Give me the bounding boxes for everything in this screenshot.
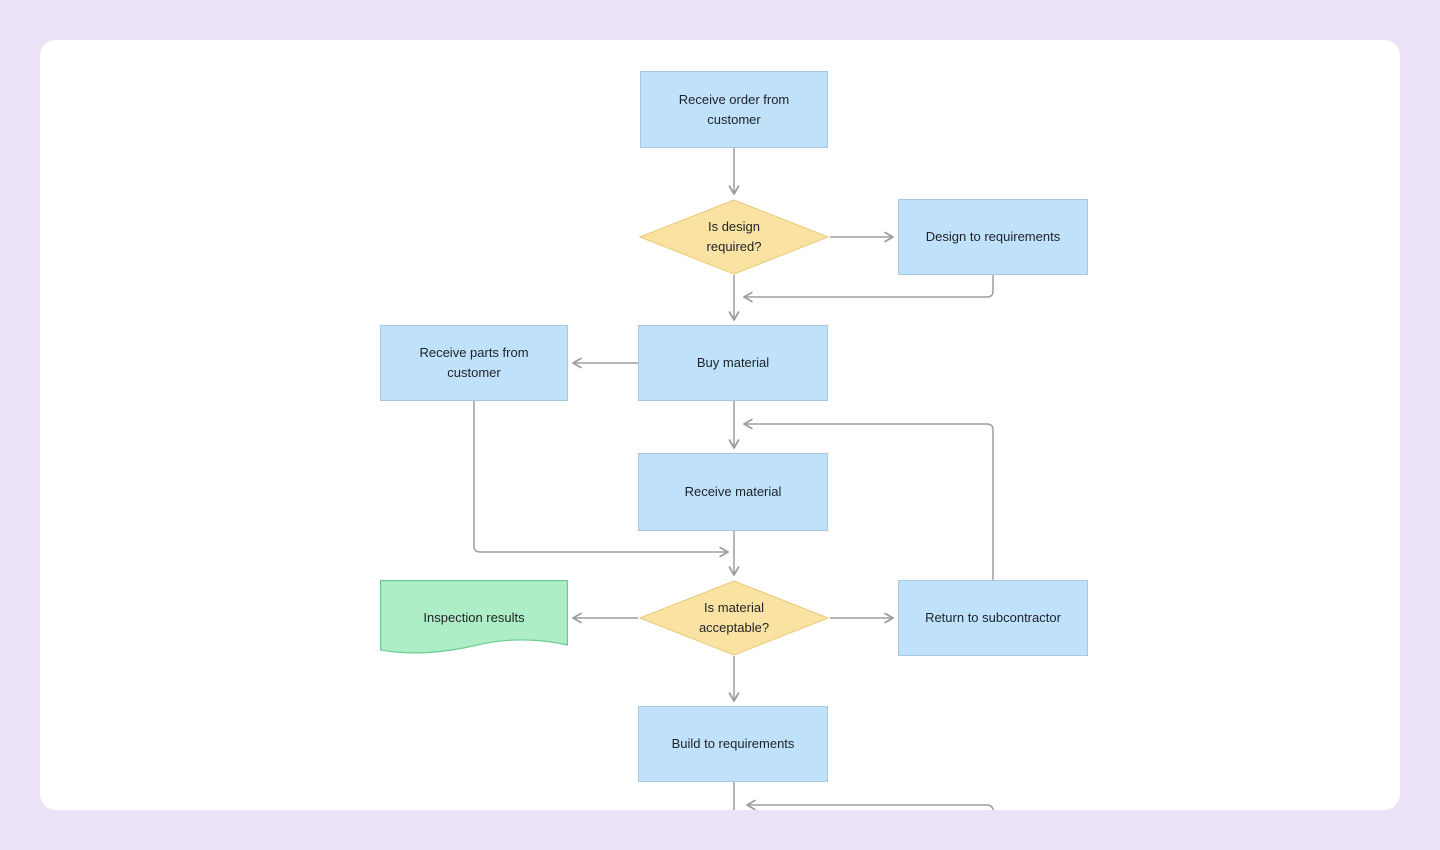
node-receive-order[interactable]: Receive order from customer (640, 71, 828, 148)
diagram-canvas[interactable]: Receive order from customer Is design re… (40, 40, 1400, 810)
edge-receive-parts-to-is-material-acceptable[interactable] (473, 401, 729, 558)
node-design-to-requirements[interactable]: Design to requirements (898, 199, 1088, 275)
connectors-layer (473, 148, 994, 810)
node-label: Receive parts from customer (419, 345, 529, 380)
node-label: Is material acceptable? (698, 600, 770, 635)
document-shape (380, 580, 568, 654)
decision-diamond-shape (638, 199, 830, 275)
edge-return-to-subcontractor-to-receive-material[interactable] (743, 418, 994, 580)
node-return-to-subcontractor[interactable]: Return to subcontractor (898, 580, 1088, 656)
node-label: Receive material (684, 484, 782, 499)
node-label: Inspection results (423, 610, 525, 625)
edge-design-to-requirements-to-buy-material[interactable] (743, 275, 994, 303)
node-label: Build to requirements (671, 736, 795, 751)
node-label: Is design required? (706, 219, 762, 254)
node-label: Design to requirements (925, 229, 1061, 244)
node-receive-parts[interactable]: Receive parts from customer (380, 325, 568, 401)
decision-diamond-shape (638, 580, 830, 656)
node-is-material-acceptable[interactable]: Is material acceptable? (638, 580, 830, 656)
node-label: Buy material (696, 355, 770, 370)
node-inspection-results[interactable]: Inspection results (380, 580, 568, 656)
node-receive-material[interactable]: Receive material (638, 453, 828, 531)
node-build-to-requirements[interactable]: Build to requirements (638, 706, 828, 782)
node-is-design-required[interactable]: Is design required? (638, 199, 830, 275)
node-buy-material[interactable]: Buy material (638, 325, 828, 401)
node-label: Receive order from customer (678, 91, 790, 127)
edge-bottom-return-partial[interactable] (746, 799, 994, 810)
node-label: Return to subcontractor (925, 610, 1061, 625)
